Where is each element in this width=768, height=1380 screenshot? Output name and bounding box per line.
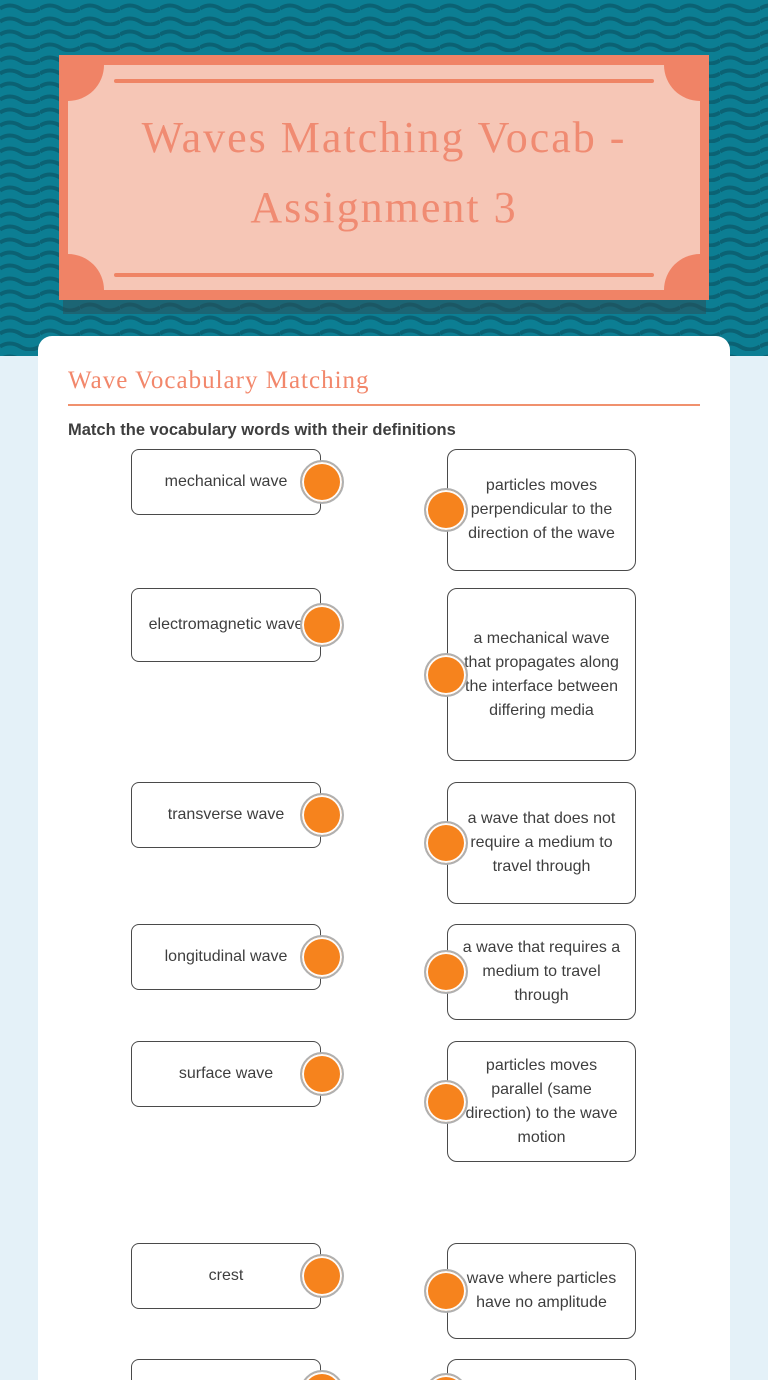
term-box: surface wave <box>131 1041 344 1107</box>
term-connector-dot[interactable] <box>300 460 344 504</box>
term-box: mechanical wave <box>131 449 344 515</box>
term-box: crest <box>131 1243 344 1309</box>
match-row: crest wave where particles have no ampli… <box>68 1243 700 1339</box>
banner-corner-decoration <box>68 65 104 101</box>
definition-text: wave where particles have no amplitude <box>466 1270 617 1311</box>
definition-text: particles moves perpendicular to the dir… <box>468 477 615 542</box>
title-banner: Waves Matching Vocab - Assignment 3 <box>59 55 709 300</box>
definition-box: particles moves parallel (same direction… <box>424 1041 636 1162</box>
match-row: longitudinal wave a wave that requires a… <box>68 924 700 1020</box>
definition-text: particles moves parallel (same direction… <box>465 1056 618 1146</box>
definition-text: a wave that requires a medium to travel … <box>462 939 621 1004</box>
definition-text: a mechanical wave that propagates along … <box>464 629 619 719</box>
term-connector-dot[interactable] <box>300 1052 344 1096</box>
definition-connector-dot[interactable] <box>424 652 468 697</box>
definition-connector-dot[interactable] <box>424 1269 468 1313</box>
term-text: surface wave <box>178 1065 274 1082</box>
assignment-title: Waves Matching Vocab - Assignment 3 <box>141 113 627 232</box>
banner-corner-decoration <box>68 254 104 290</box>
term-box <box>131 1359 344 1380</box>
banner-shadow <box>63 300 706 314</box>
banner-top-rule <box>114 79 654 83</box>
term-box: transverse wave <box>131 782 344 848</box>
term-text: transverse wave <box>167 806 285 823</box>
match-row: surface wave particles moves parallel (s… <box>68 1041 700 1162</box>
definition-box: the length of one <box>424 1359 636 1380</box>
term-connector-dot[interactable] <box>300 603 344 647</box>
banner-corner-decoration <box>664 65 700 101</box>
definition-connector-dot[interactable] <box>424 950 468 994</box>
definition-connector-dot[interactable] <box>424 1373 468 1380</box>
section-heading: Wave Vocabulary Matching <box>68 367 370 394</box>
heading-divider <box>68 404 700 406</box>
term-box: longitudinal wave <box>131 924 344 990</box>
match-row: transverse wave a wave that does not req… <box>68 782 700 904</box>
definition-box: a wave that requires a medium to travel … <box>424 924 636 1020</box>
term-box: electromagnetic wave <box>131 588 344 662</box>
definition-box: a mechanical wave that propagates along … <box>424 588 636 761</box>
term-connector-dot[interactable] <box>300 793 344 837</box>
instructions-text: Match the vocabulary words with their de… <box>68 421 456 439</box>
definition-text: a wave that does not require a medium to… <box>467 810 616 875</box>
term-text: longitudinal wave <box>164 948 288 965</box>
term-connector-dot[interactable] <box>300 1370 344 1380</box>
definition-box: a wave that does not require a medium to… <box>424 782 636 904</box>
worksheet-card: Wave Vocabulary Matching Match the vocab… <box>38 336 730 1380</box>
definition-box: wave where particles have no amplitude <box>424 1243 636 1339</box>
term-text: electromagnetic wave <box>148 616 304 633</box>
term-text: crest <box>208 1267 244 1284</box>
match-row: the length of one <box>68 1359 700 1380</box>
match-row: electromagnetic wave a mechanical wave t… <box>68 588 700 761</box>
match-row: mechanical wave particles moves perpendi… <box>68 449 700 571</box>
definition-connector-dot[interactable] <box>424 821 468 865</box>
banner-corner-decoration <box>664 254 700 290</box>
definition-connector-dot[interactable] <box>424 488 468 532</box>
title-banner-inner: Waves Matching Vocab - Assignment 3 <box>68 65 700 290</box>
term-connector-dot[interactable] <box>300 1254 344 1298</box>
term-connector-dot[interactable] <box>300 935 344 979</box>
definition-connector-dot[interactable] <box>424 1079 468 1124</box>
definition-box: particles moves perpendicular to the dir… <box>424 449 636 571</box>
banner-bottom-rule <box>114 273 654 277</box>
term-text: mechanical wave <box>164 473 288 490</box>
